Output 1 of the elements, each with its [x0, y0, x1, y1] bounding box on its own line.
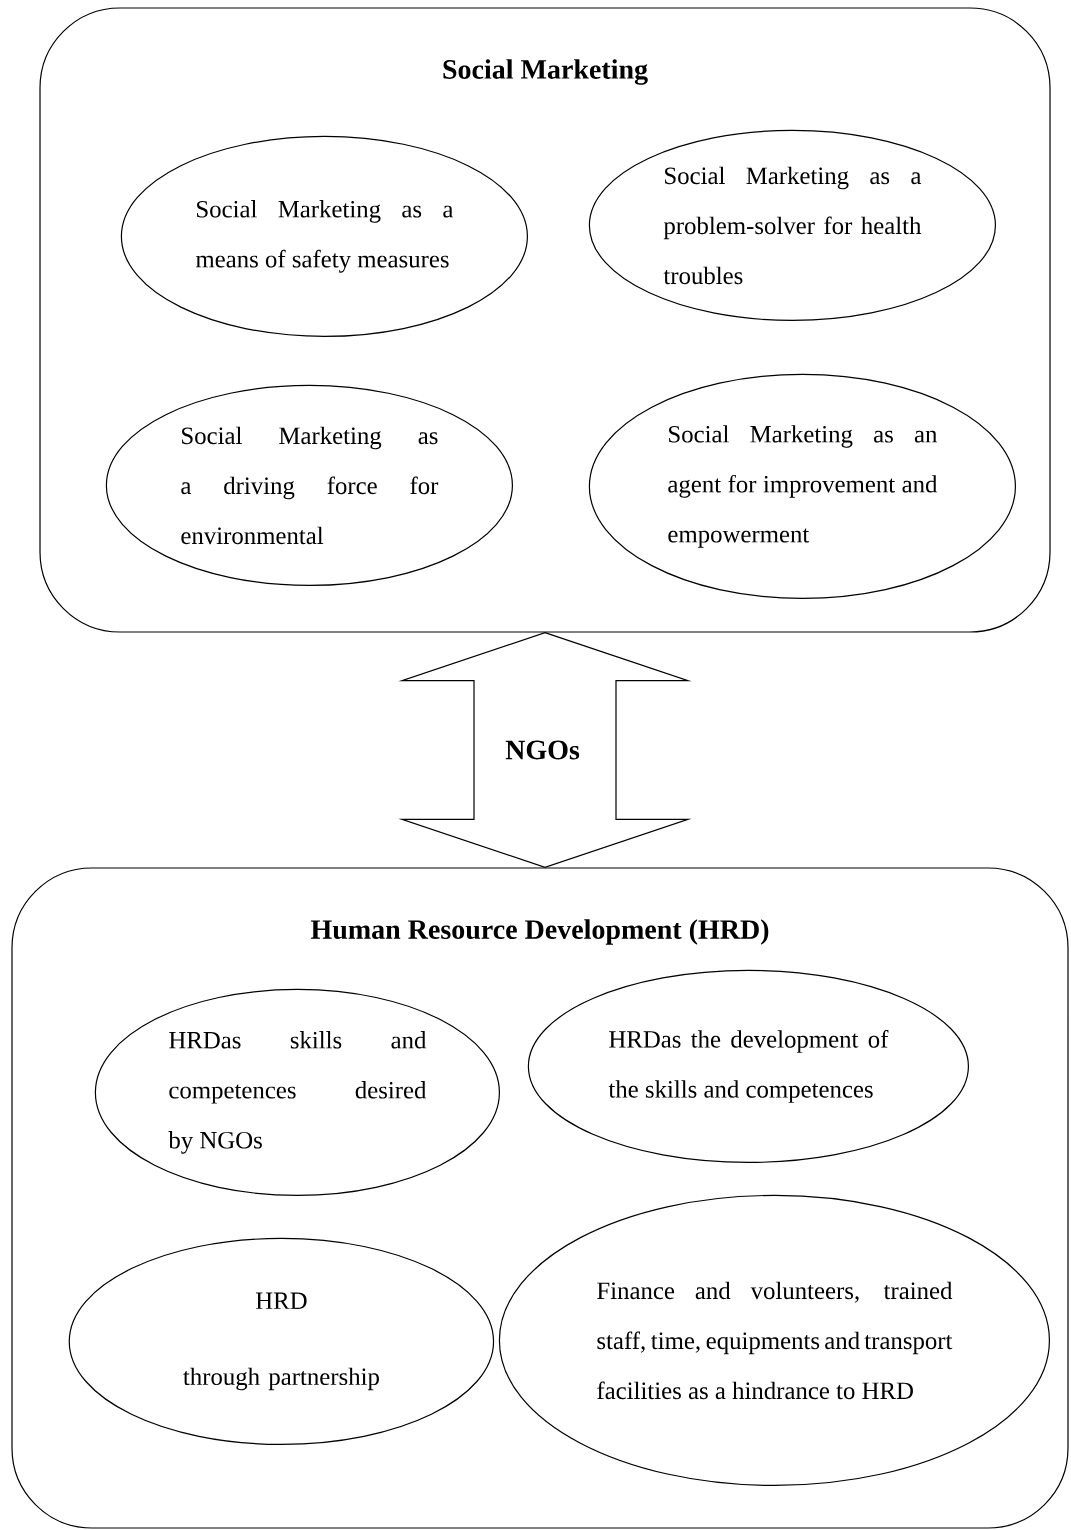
edge-label: NGOs	[505, 740, 580, 760]
